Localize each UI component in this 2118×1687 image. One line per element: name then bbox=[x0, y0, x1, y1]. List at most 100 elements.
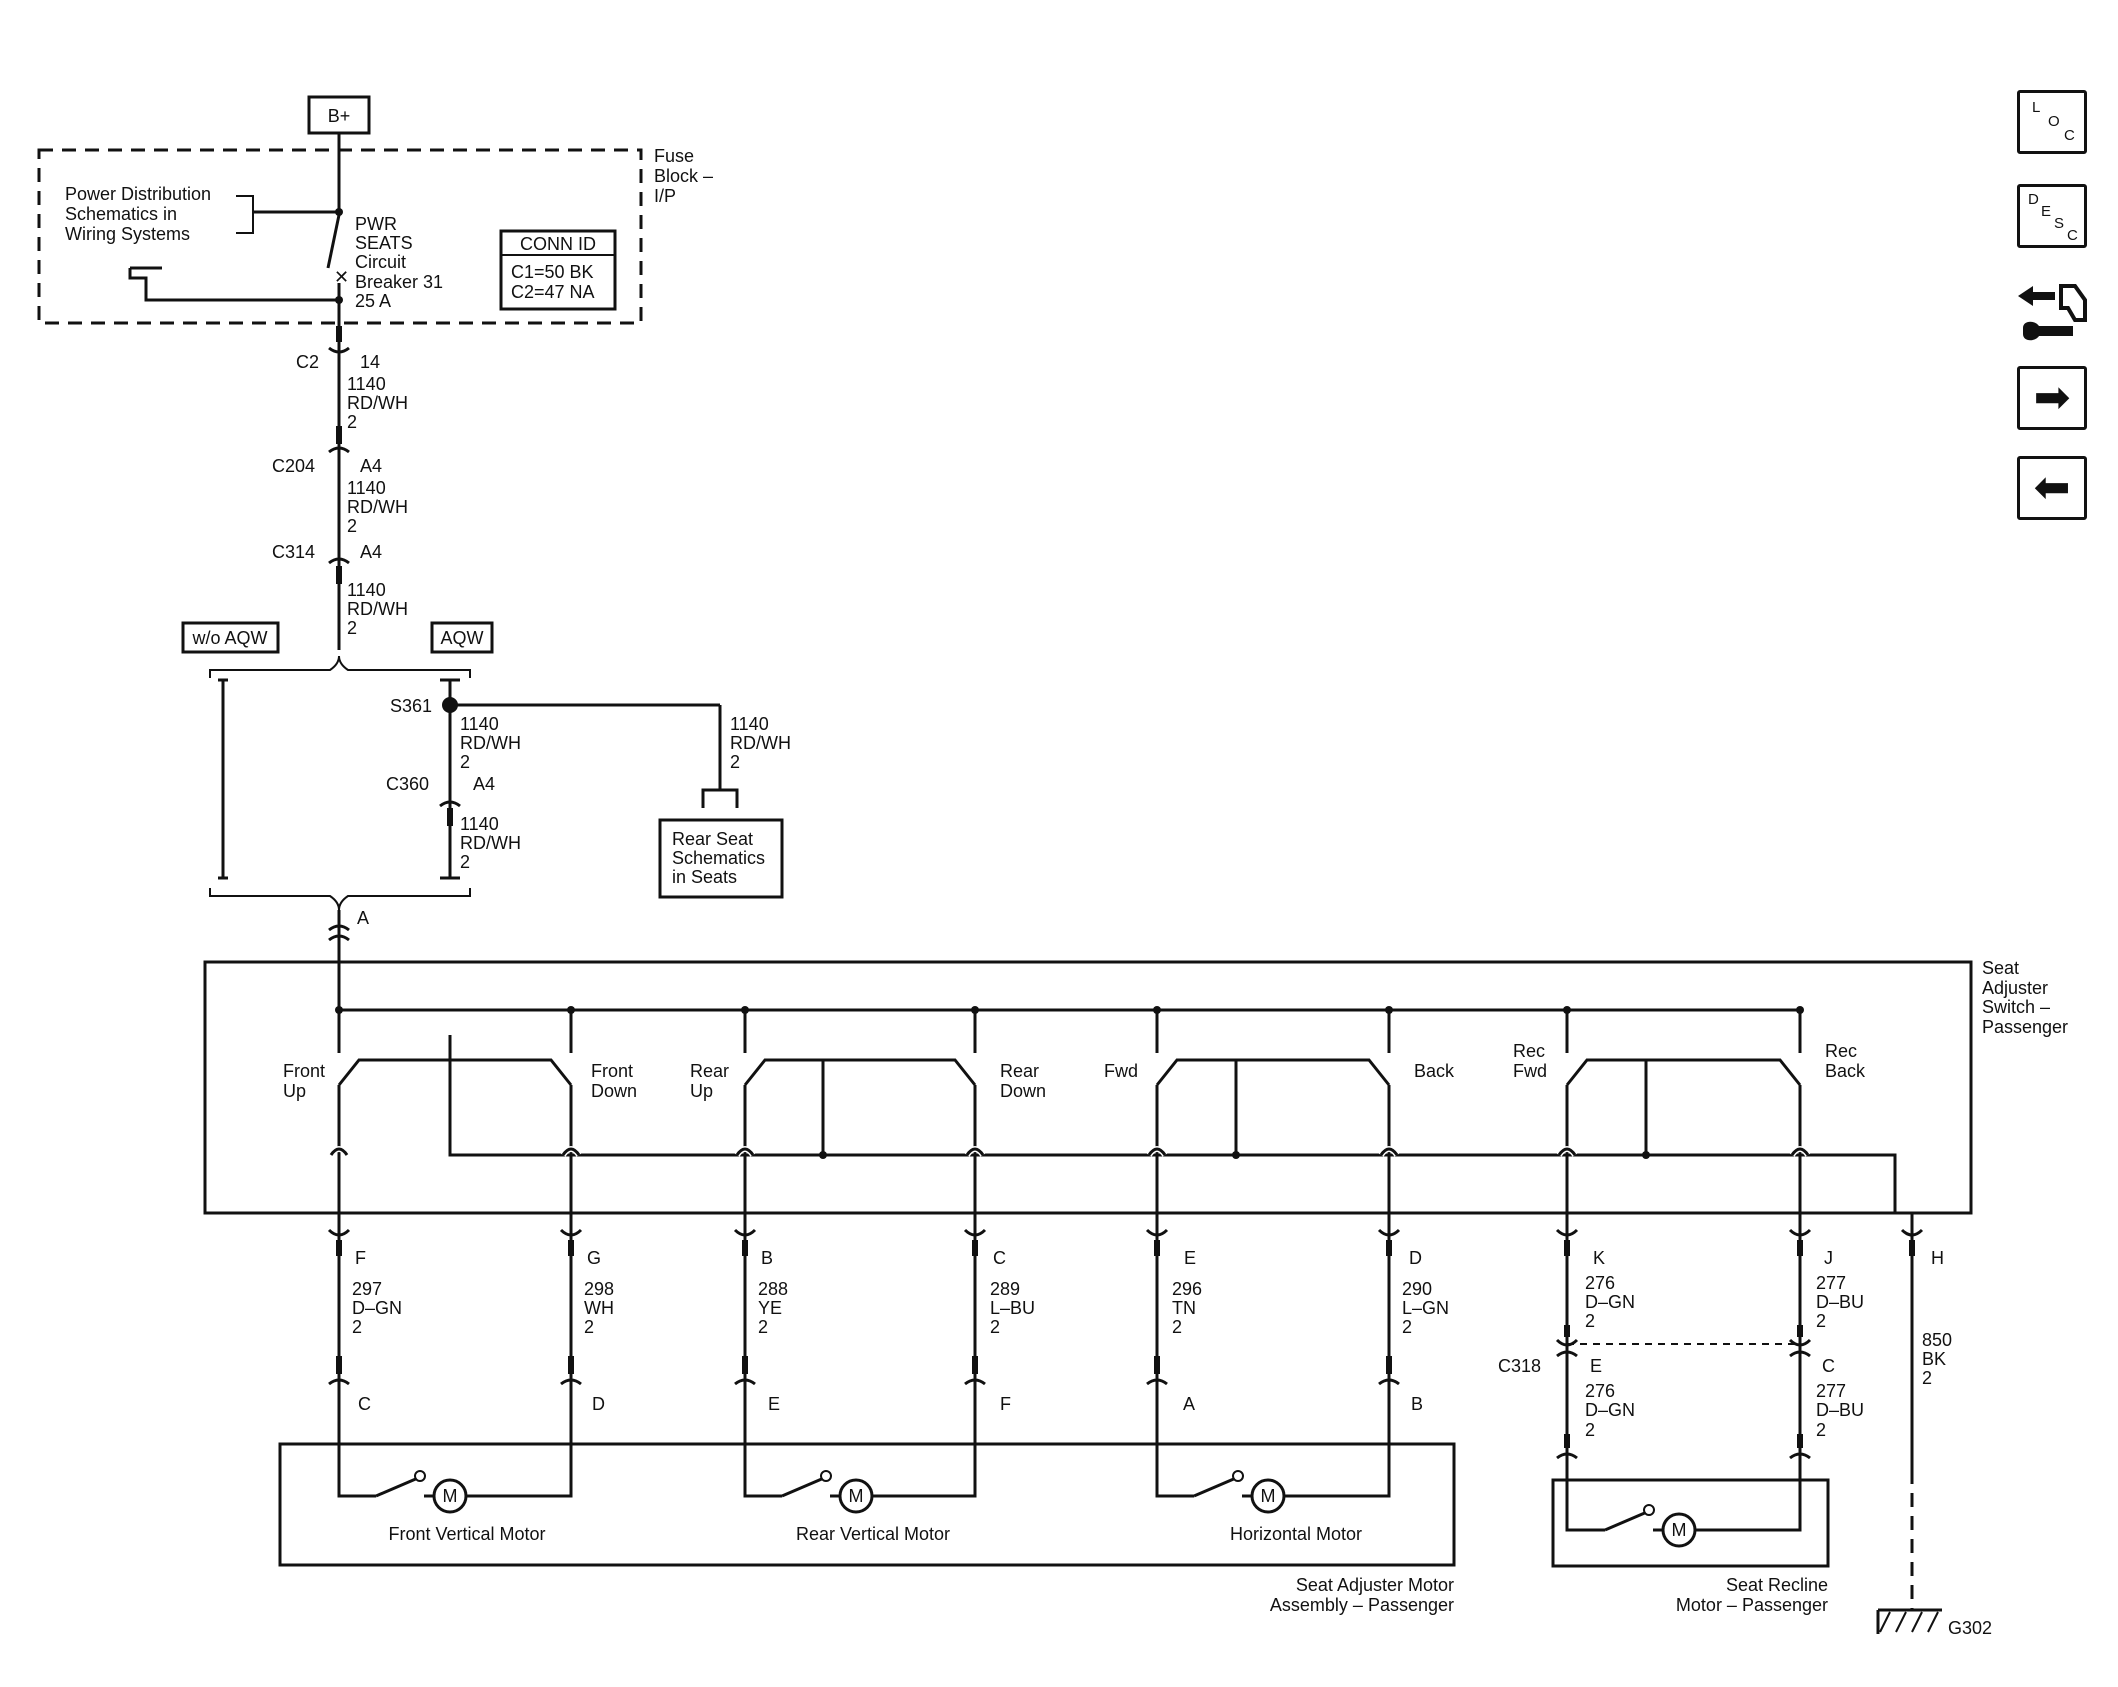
switch-contact-bar bbox=[337, 1058, 573, 1086]
svg-text:289: 289 bbox=[990, 1279, 1020, 1299]
motor-thermal-switch bbox=[820, 1470, 832, 1482]
fuse-block-label: Fuse Block – I/P bbox=[654, 146, 713, 206]
svg-text:1140: 1140 bbox=[347, 374, 386, 394]
svg-text:Up: Up bbox=[283, 1081, 306, 1101]
svg-text:Horizontal Motor: Horizontal Motor bbox=[1230, 1524, 1362, 1544]
motor-m-label: M bbox=[443, 1486, 458, 1506]
component-swap-icon[interactable] bbox=[2013, 278, 2093, 348]
svg-text:Seat Adjuster Motor: Seat Adjuster Motor bbox=[1296, 1575, 1454, 1595]
svg-text:D–GN: D–GN bbox=[352, 1298, 402, 1318]
switch-contact-labels: Front Up Front Down Rear Up Rear Down Fw… bbox=[283, 1041, 1866, 1101]
svg-text:Back: Back bbox=[1414, 1061, 1455, 1081]
recline-labels: K 276 D–GN 2 C318 E 276 D–GN 2 J 277 D–B… bbox=[1498, 1248, 1864, 1440]
return-junction bbox=[1642, 1151, 1650, 1159]
switch-name-label: Seat Adjuster Switch – Passenger bbox=[1982, 958, 2068, 1037]
svg-text:w/o AQW: w/o AQW bbox=[191, 628, 267, 648]
connector-pin bbox=[1386, 1240, 1392, 1256]
svg-text:2: 2 bbox=[990, 1317, 1000, 1337]
connector-pin bbox=[742, 1356, 748, 1374]
connector-symbol bbox=[1146, 1378, 1168, 1386]
svg-text:WH: WH bbox=[584, 1298, 614, 1318]
svg-text:296: 296 bbox=[1172, 1279, 1202, 1299]
motor-lead bbox=[743, 1470, 782, 1498]
wire-hop bbox=[735, 1147, 755, 1156]
motor-thermal-switch bbox=[781, 1476, 825, 1498]
next-page-button[interactable]: ➡ bbox=[2017, 366, 2087, 430]
connector-symbol bbox=[1788, 1338, 1812, 1347]
svg-text:Rear Seat: Rear Seat bbox=[672, 829, 753, 849]
loc-letter: O bbox=[2048, 113, 2060, 130]
loc-letter: L bbox=[2032, 99, 2041, 116]
svg-text:C: C bbox=[993, 1248, 1006, 1268]
rear-seat-reference bbox=[658, 818, 784, 899]
motor-m-label: M bbox=[1672, 1520, 1687, 1540]
seat-adjuster-switch-box bbox=[203, 960, 1973, 1215]
motor-lead bbox=[1155, 1470, 1194, 1498]
svg-text:YE: YE bbox=[758, 1298, 782, 1318]
svg-text:1140: 1140 bbox=[460, 714, 499, 734]
left-arrow-icon: ⬅ bbox=[2033, 463, 2071, 512]
svg-text:2: 2 bbox=[1816, 1420, 1826, 1440]
svg-text:RD/WH: RD/WH bbox=[460, 833, 521, 853]
output-wires bbox=[327, 1213, 1924, 1480]
feed-wire: C2 14 1140 RD/WH 2 C204 A4 1140 RD/WH 2 … bbox=[272, 323, 408, 650]
ground-labels: H 850 BK 2 G302 bbox=[1922, 1248, 1992, 1638]
connector-pin bbox=[336, 1356, 342, 1374]
connector-symbol bbox=[1556, 1350, 1578, 1358]
desc-letter: S bbox=[2054, 215, 2065, 232]
svg-text:A4: A4 bbox=[360, 542, 382, 562]
svg-text:L–GN: L–GN bbox=[1402, 1298, 1449, 1318]
svg-text:RD/WH: RD/WH bbox=[347, 393, 408, 413]
switch-contact-bar bbox=[1155, 1058, 1391, 1086]
location-button[interactable]: L O C bbox=[2017, 90, 2087, 154]
svg-text:2: 2 bbox=[584, 1317, 594, 1337]
svg-text:C2=47 NA: C2=47 NA bbox=[511, 282, 595, 302]
connector-symbol bbox=[963, 1228, 987, 1237]
svg-text:2: 2 bbox=[758, 1317, 768, 1337]
motor-thermal-switch bbox=[1643, 1504, 1655, 1516]
motor-lead bbox=[466, 1470, 573, 1498]
svg-text:277: 277 bbox=[1816, 1273, 1846, 1293]
svg-text:A4: A4 bbox=[360, 456, 382, 476]
svg-text:2: 2 bbox=[347, 516, 357, 536]
svg-text:2: 2 bbox=[347, 618, 357, 638]
return-junction bbox=[819, 1151, 827, 1159]
wire-hop bbox=[1790, 1147, 1810, 1156]
desc-letter: C bbox=[2067, 227, 2078, 244]
svg-text:288: 288 bbox=[758, 1279, 788, 1299]
svg-text:K: K bbox=[1593, 1248, 1605, 1268]
description-button[interactable]: D E S C bbox=[2017, 184, 2087, 248]
connector-symbol bbox=[1145, 1228, 1169, 1237]
motor-thermal-switch bbox=[1193, 1476, 1237, 1498]
svg-text:Seat: Seat bbox=[1982, 958, 2019, 978]
svg-text:1140: 1140 bbox=[347, 580, 386, 600]
svg-text:D: D bbox=[592, 1394, 605, 1414]
connector-symbol bbox=[1789, 1350, 1811, 1358]
svg-text:B: B bbox=[1411, 1394, 1423, 1414]
svg-text:in Seats: in Seats bbox=[672, 867, 737, 887]
connector-pin bbox=[1564, 1240, 1570, 1256]
svg-text:Fwd: Fwd bbox=[1104, 1061, 1138, 1081]
svg-text:E: E bbox=[1590, 1356, 1602, 1376]
svg-text:Schematics: Schematics bbox=[672, 848, 765, 868]
svg-text:Front: Front bbox=[591, 1061, 633, 1081]
svg-text:1140: 1140 bbox=[347, 478, 386, 498]
seat-adjuster-motor-assembly bbox=[278, 1442, 1456, 1567]
svg-text:2: 2 bbox=[460, 852, 470, 872]
svg-text:SEATS: SEATS bbox=[355, 233, 413, 253]
svg-text:D–BU: D–BU bbox=[1816, 1292, 1864, 1312]
option-aqw bbox=[430, 621, 494, 654]
svg-text:Switch –: Switch – bbox=[1982, 997, 2050, 1017]
desc-letter: E bbox=[2041, 203, 2052, 220]
wire-hop bbox=[329, 1147, 349, 1156]
svg-text:D–GN: D–GN bbox=[1585, 1292, 1635, 1312]
previous-page-button[interactable]: ⬅ bbox=[2017, 456, 2087, 520]
svg-text:2: 2 bbox=[352, 1317, 362, 1337]
svg-text:RD/WH: RD/WH bbox=[347, 497, 408, 517]
wire-hop bbox=[561, 1147, 581, 1156]
svg-text:Rec: Rec bbox=[1513, 1041, 1545, 1061]
svg-text:2: 2 bbox=[1172, 1317, 1182, 1337]
connector-pin bbox=[1154, 1356, 1160, 1374]
svg-text:Rec: Rec bbox=[1825, 1041, 1857, 1061]
svg-text:Back: Back bbox=[1825, 1061, 1866, 1081]
